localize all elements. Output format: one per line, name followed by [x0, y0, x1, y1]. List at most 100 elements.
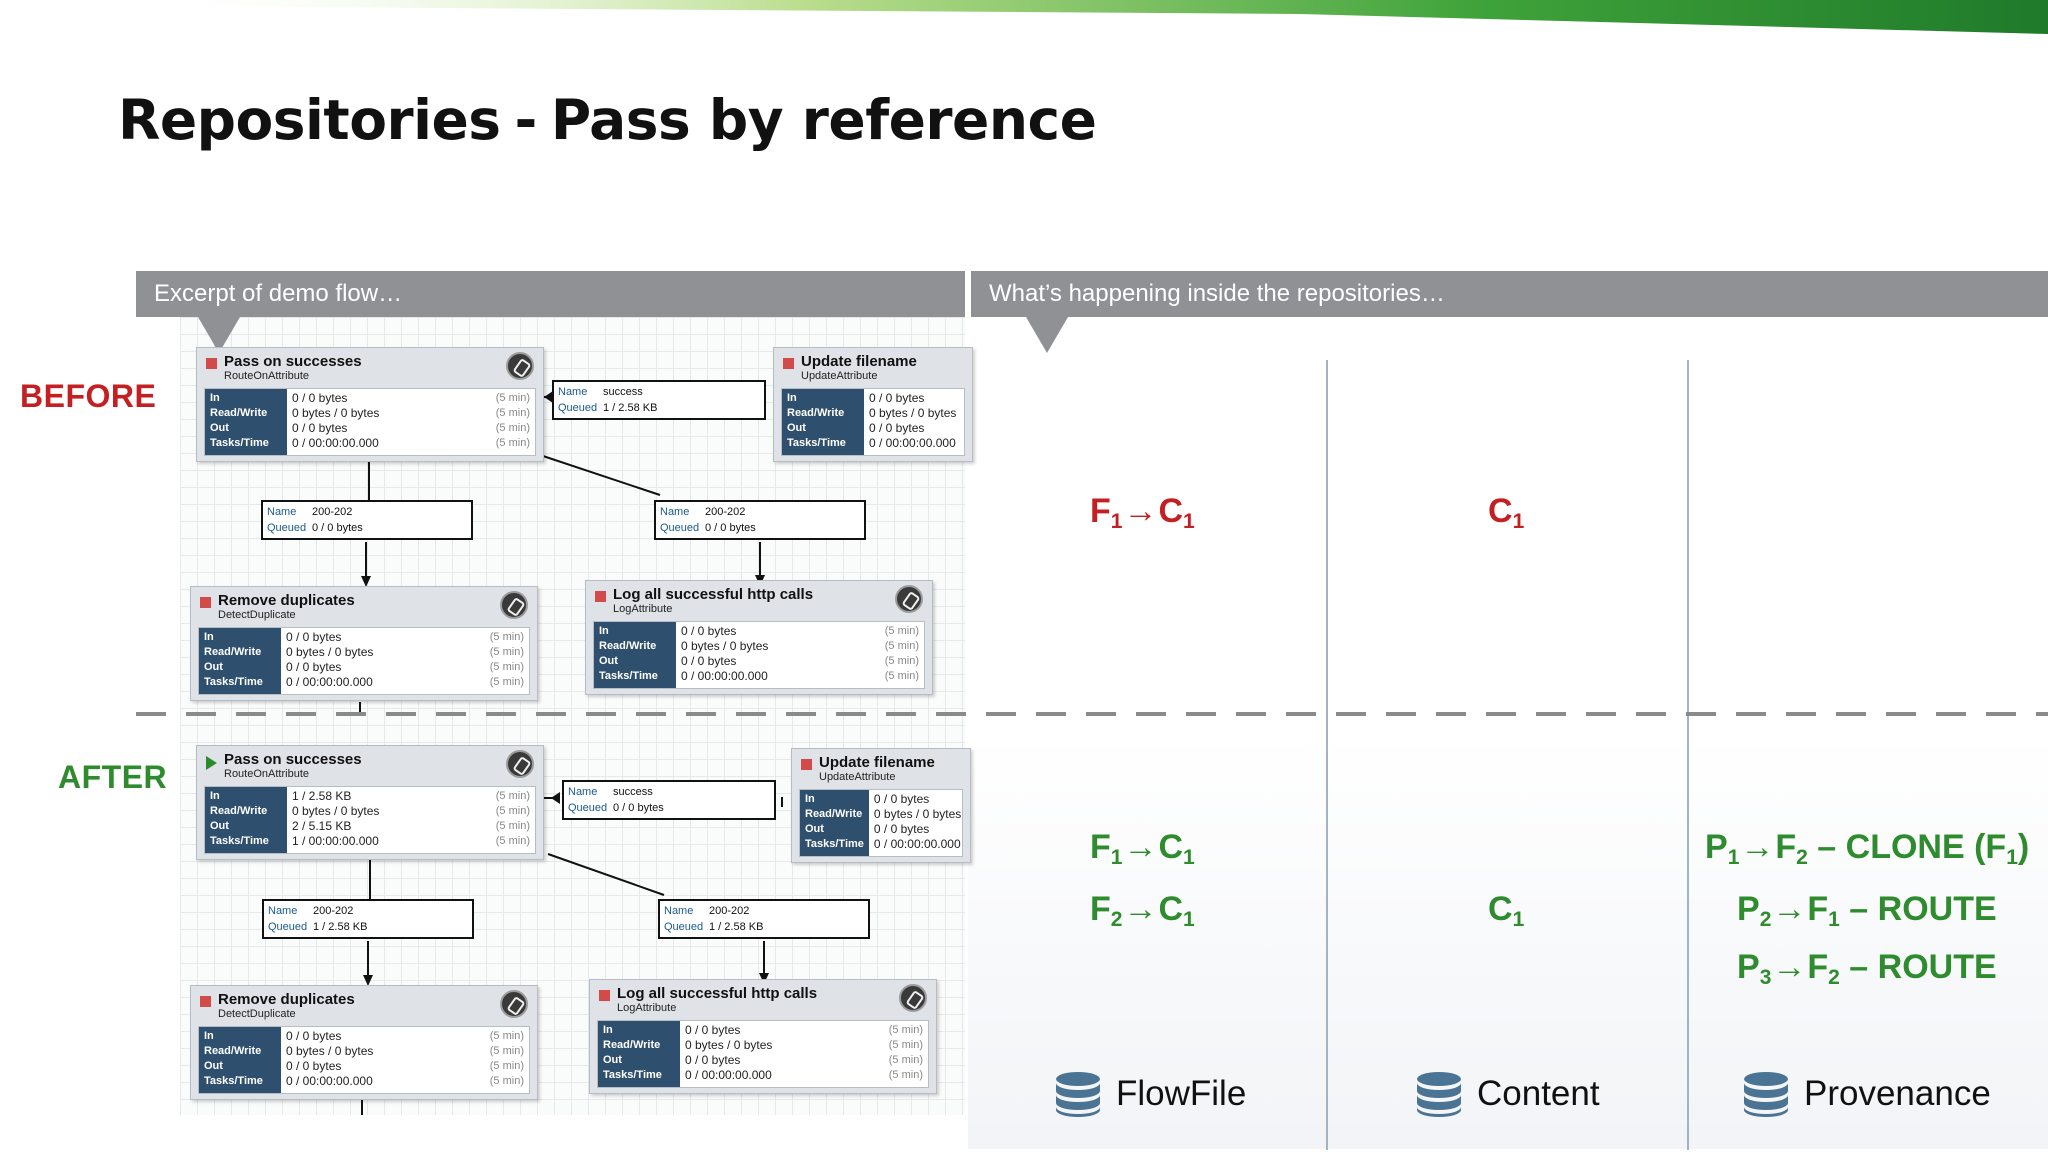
stat-value: 0 bytes / 0 bytes — [292, 804, 380, 818]
arrow-icon: → — [1123, 828, 1158, 866]
text-part: C — [1158, 890, 1184, 928]
connection-key: Name — [660, 506, 690, 518]
stat-value: 0 bytes / 0 bytes — [681, 639, 769, 653]
processor-settings-icon[interactable] — [500, 990, 528, 1018]
stat-value: 0 / 00:00:00.000 — [873, 837, 961, 851]
stat-label: Tasks/Time — [210, 437, 269, 449]
stat-window: (5 min) — [495, 437, 530, 449]
subscript: 1 — [1110, 510, 1123, 533]
subscript: 3 — [1759, 966, 1772, 989]
text-part: C — [1158, 828, 1184, 866]
connection-value: 0 / 0 bytes — [613, 802, 664, 814]
connection-value: 1 / 2.58 KB — [709, 921, 764, 933]
connection-key: Name — [558, 386, 588, 398]
stat-value: 0 / 0 bytes — [869, 391, 925, 405]
processor-settings-icon[interactable] — [895, 585, 923, 613]
stat-value: 0 / 00:00:00.000 — [286, 675, 373, 689]
connection-value: 200-202 — [312, 506, 353, 518]
stat-value: 0 bytes / 0 bytes — [286, 1044, 374, 1058]
processor-settings-icon[interactable] — [899, 984, 927, 1012]
stat-window: (5 min) — [495, 392, 530, 404]
footer-label: Provenance — [1804, 1074, 1991, 1113]
stat-label: In — [603, 1024, 613, 1036]
stat-value: 0 / 0 bytes — [685, 1053, 741, 1067]
stats-window: (5 min)(5 min)(5 min)(5 min) — [489, 787, 535, 853]
processor-settings-icon[interactable] — [506, 352, 534, 380]
stat-window: (5 min) — [495, 805, 530, 817]
text-part: F — [1090, 492, 1111, 530]
stat-label: Tasks/Time — [603, 1069, 662, 1081]
stat-label: In — [805, 793, 815, 805]
connection-value: 200-202 — [705, 506, 746, 518]
processor-settings-icon[interactable] — [506, 750, 534, 778]
stat-value: 0 bytes / 0 bytes — [685, 1038, 773, 1052]
subscript: 2 — [1110, 908, 1123, 931]
subscript: 1 — [1727, 846, 1740, 869]
stat-value: 0 / 0 bytes — [286, 1059, 342, 1073]
processor-name: Remove duplicates — [218, 991, 355, 1008]
stat-value: 0 / 0 bytes — [286, 630, 342, 644]
stat-value: 0 / 00:00:00.000 — [869, 436, 956, 450]
stat-label: Read/Write — [599, 640, 657, 652]
running-icon — [206, 756, 217, 770]
stat-label: Out — [787, 422, 806, 434]
stopped-icon — [801, 759, 812, 770]
stat-label: Out — [210, 820, 229, 832]
column-divider — [1687, 360, 1689, 1150]
stat-label: Read/Write — [204, 1045, 262, 1057]
stat-window: (5 min) — [884, 640, 919, 652]
flowfile-entry: F1→C1 — [1090, 828, 1195, 870]
processor-type: LogAttribute — [613, 603, 673, 615]
subscript: 1 — [1183, 908, 1195, 931]
stat-window: (5 min) — [489, 646, 524, 658]
stat-value: 0 / 0 bytes — [873, 792, 930, 806]
stat-label: In — [787, 392, 797, 404]
content-entry: C1 — [1488, 890, 1524, 932]
stat-value: 0 bytes / 0 bytes — [869, 406, 957, 420]
connection-value: 0 / 0 bytes — [705, 522, 756, 534]
text-part: – CLONE (F — [1807, 828, 2007, 866]
connection-key: Queued — [268, 921, 308, 933]
stat-label: In — [599, 625, 609, 637]
stat-value: 0 / 00:00:00.000 — [286, 1074, 373, 1088]
subscript: 1 — [2006, 846, 2018, 869]
processor-name: Log all successful http calls — [613, 586, 814, 603]
processor-settings-icon[interactable] — [500, 591, 528, 619]
